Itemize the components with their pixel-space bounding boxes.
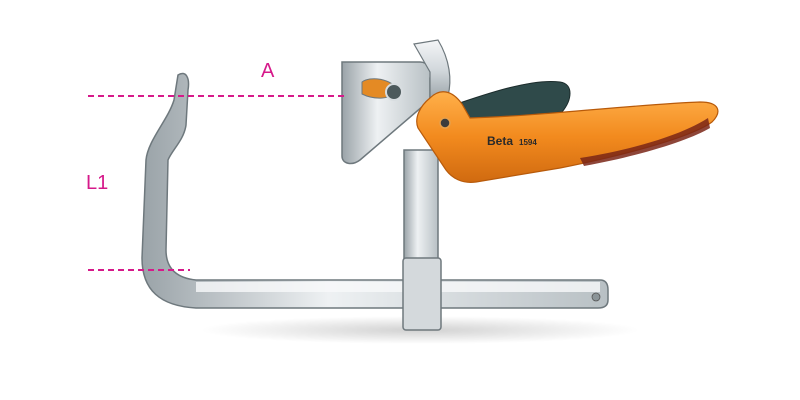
bar-pin-icon bbox=[591, 292, 601, 302]
dimension-a-label: A bbox=[261, 60, 275, 82]
movable-jaw bbox=[341, 39, 451, 165]
sliding-arm bbox=[402, 149, 442, 331]
dimension-l1-label: L1 bbox=[86, 172, 109, 194]
model-label: 1594 bbox=[519, 138, 537, 147]
brand-label: Beta bbox=[487, 134, 513, 148]
pivot-screw-icon bbox=[385, 83, 403, 101]
fixed-jaw-bar bbox=[141, 72, 609, 309]
handle-rivet-icon bbox=[439, 117, 451, 129]
handle-grip-groove bbox=[580, 118, 710, 166]
release-lever[interactable] bbox=[443, 80, 571, 121]
handle[interactable]: Beta 1594 bbox=[416, 91, 719, 183]
